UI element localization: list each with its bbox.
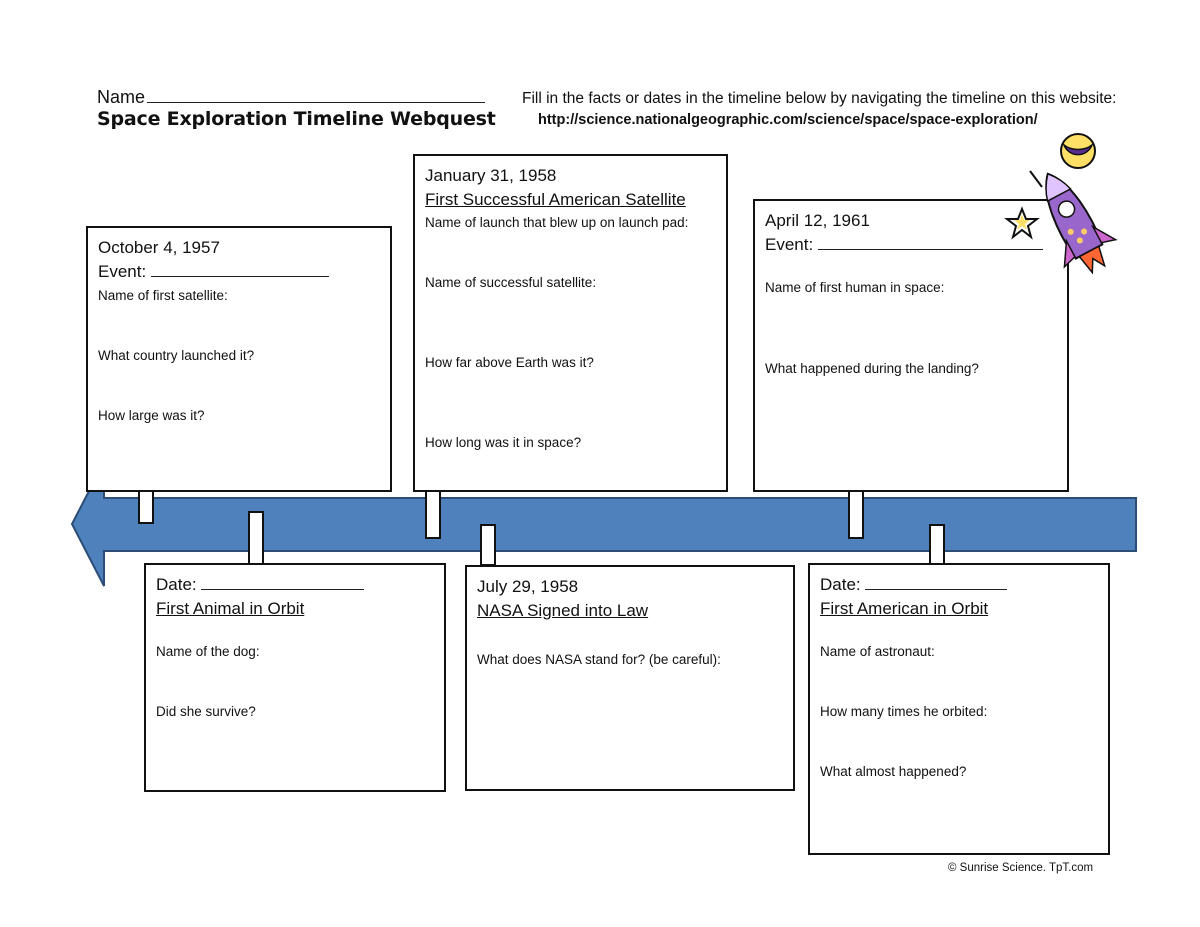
question: Did she survive? <box>156 704 256 719</box>
event-heading: First Animal in Orbit <box>156 599 305 618</box>
question: What country launched it? <box>98 348 255 363</box>
event-blank[interactable] <box>817 235 1043 250</box>
worksheet-title: Space Exploration Timeline Webquest <box>97 108 496 130</box>
question: Name of the dog: <box>156 644 260 659</box>
date-blank[interactable] <box>865 575 1008 590</box>
question: Name of launch that blew up on launch pa… <box>425 215 689 230</box>
event-row: Event: <box>765 233 1057 257</box>
date-row: Date: <box>156 573 434 597</box>
question: How large was it? <box>98 408 205 423</box>
star-icon <box>1004 206 1040 240</box>
connector-jan1958 <box>425 484 441 539</box>
question: What does NASA stand for? (be careful): <box>477 652 721 667</box>
instructions-text: Fill in the facts or dates in the timeli… <box>522 90 1117 107</box>
connector-jul1958 <box>480 524 496 566</box>
event-heading: First Successful American Satellite <box>425 190 686 209</box>
connector-american <box>929 524 945 566</box>
connector-animal <box>248 511 264 565</box>
question: Name of first human in space: <box>765 280 945 295</box>
moon-icon <box>1060 133 1096 169</box>
event-label: Event: <box>98 262 147 281</box>
rocket-illustration <box>1004 133 1118 275</box>
date-row: Date: <box>820 573 1098 597</box>
rocket-icon <box>1029 170 1118 275</box>
event-row: Event: <box>98 260 380 284</box>
box-oct-1957: October 4, 1957 Event: Name of first sat… <box>86 226 392 492</box>
question: Name of first satellite: <box>98 288 228 303</box>
date-oct-1957: October 4, 1957 <box>98 238 220 257</box>
box-apr-1961: April 12, 1961 Event: Name of first huma… <box>753 199 1069 492</box>
question: What happened during the landing? <box>765 361 979 376</box>
event-heading: First American in Orbit <box>820 599 989 618</box>
website-url[interactable]: http://science.nationalgeographic.com/sc… <box>538 112 1038 128</box>
question: Name of astronaut: <box>820 644 935 659</box>
date-jan-1958: January 31, 1958 <box>425 166 557 185</box>
box-first-animal: Date: First Animal in Orbit Name of the … <box>144 563 446 792</box>
question: How far above Earth was it? <box>425 355 594 370</box>
date-apr-1961: April 12, 1961 <box>765 211 870 230</box>
copyright-text: © Sunrise Science. TpT.com <box>948 862 1094 874</box>
date-blank[interactable] <box>201 575 365 590</box>
question: Name of successful satellite: <box>425 275 597 290</box>
name-field[interactable]: Name <box>97 86 489 108</box>
timeline-arrow-shape <box>70 461 1137 587</box>
question: What almost happened? <box>820 764 967 779</box>
box-first-american: Date: First American in Orbit Name of as… <box>808 563 1110 855</box>
question: How long was it in space? <box>425 435 582 450</box>
event-blank[interactable] <box>150 262 329 277</box>
connector-apr1961 <box>848 483 864 539</box>
question: How many times he orbited: <box>820 704 988 719</box>
date-label: Date: <box>820 575 861 594</box>
event-heading: NASA Signed into Law <box>477 601 649 620</box>
date-label: Date: <box>156 575 197 594</box>
box-jul-1958: July 29, 1958 NASA Signed into Law What … <box>465 565 795 791</box>
name-label: Name <box>97 87 146 107</box>
event-label: Event: <box>765 235 814 254</box>
box-jan-1958: January 31, 1958 First Successful Americ… <box>413 154 728 492</box>
name-blank[interactable] <box>147 86 486 103</box>
date-jul-1958: July 29, 1958 <box>477 577 579 596</box>
